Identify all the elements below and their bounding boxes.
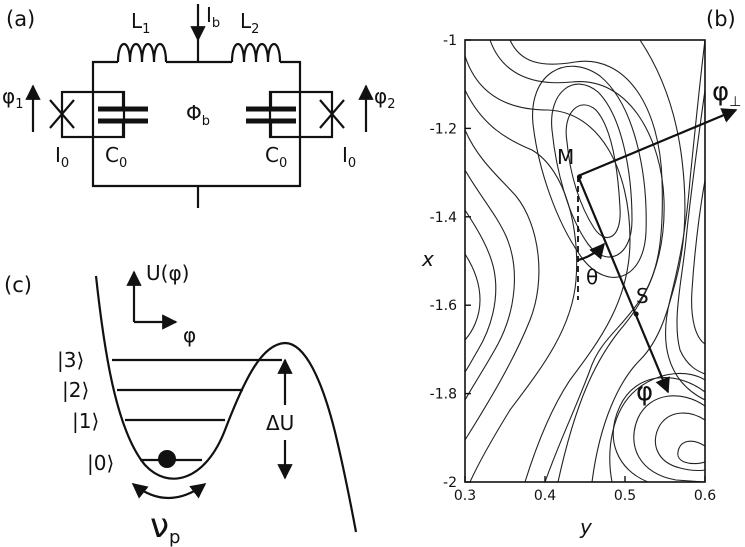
phase-axis-label: φ (183, 323, 196, 347)
phase-left-label: φ1 (2, 84, 23, 112)
potential-axis-label: U(φ) (146, 261, 189, 285)
level-3-label: |3⟩ (57, 348, 84, 372)
inductor-left (116, 42, 168, 63)
minimum-label: M (557, 145, 574, 169)
inductor-right (230, 42, 282, 63)
junction-right (246, 90, 345, 139)
phase-right-label: φ2 (374, 84, 395, 112)
x-tick-label: 0.5 (614, 488, 636, 504)
x-tick-label: 0.6 (694, 488, 716, 504)
x-axis-title: y (579, 515, 593, 539)
phase-direction-arrow (576, 175, 670, 394)
phase-direction-label: φ (636, 377, 653, 407)
inductor-left-label: L1 (131, 9, 150, 37)
level-2-label: |2⟩ (62, 378, 89, 402)
panel-c-potential: (c) U(φ) φ |3⟩ |2⟩ |1⟩ |0⟩ ΔU νp (4, 261, 358, 547)
contour-lines (465, 40, 705, 482)
circuit-bottom-wire (91, 137, 302, 188)
critical-current-right-label: I0 (342, 143, 356, 171)
y-tick-label: -1.8 (430, 387, 457, 403)
capacitor-right-label: C0 (265, 143, 287, 171)
saddle-label: S (636, 284, 649, 308)
perp-direction-arrow (577, 108, 738, 178)
plot-frame (464, 39, 706, 483)
minimum-point-M (576, 174, 582, 180)
inductor-right-label: L2 (240, 9, 259, 37)
y-tick-label: -2 (443, 475, 457, 491)
perp-direction-label: φ⊥ (712, 77, 741, 110)
panel-b-contour-plot: (b) (421, 7, 741, 539)
angle-arc (577, 242, 605, 262)
y-axis-title: x (421, 247, 434, 271)
panel-a-label: (a) (6, 7, 35, 31)
bias-current-label: Ib (206, 3, 220, 31)
level-1-label: |1⟩ (72, 409, 99, 433)
y-tick-label: -1.2 (430, 121, 457, 137)
junction-left (49, 90, 148, 139)
y-tick-label: -1 (443, 33, 457, 49)
capacitor-left-label: C0 (105, 143, 127, 171)
level-0-label: |0⟩ (87, 451, 114, 475)
panel-b-label: (b) (706, 7, 736, 31)
y-tick-label: -1.6 (430, 298, 457, 314)
x-tick-label: 0.3 (454, 488, 476, 504)
flux-label: Φb (186, 101, 210, 129)
critical-current-left-label: I0 (55, 143, 69, 171)
potential-curve (94, 275, 358, 533)
angle-label: θ (586, 265, 598, 289)
saddle-point-S (633, 311, 639, 317)
panel-a-circuit: (a) Ib L1 L2 (2, 3, 395, 208)
plot-ticks: 0.3 0.4 0.5 0.6 -1 -1.2 -1.4 -1.6 -1.8 -2 (430, 33, 717, 504)
particle-dot (158, 450, 176, 468)
frequency-label: νp (150, 506, 180, 547)
panel-c-label: (c) (4, 273, 32, 297)
x-tick-label: 0.4 (534, 488, 556, 504)
barrier-label: ΔU (266, 411, 294, 435)
y-tick-label: -1.4 (430, 210, 457, 226)
oscillation-arrow (131, 483, 207, 500)
